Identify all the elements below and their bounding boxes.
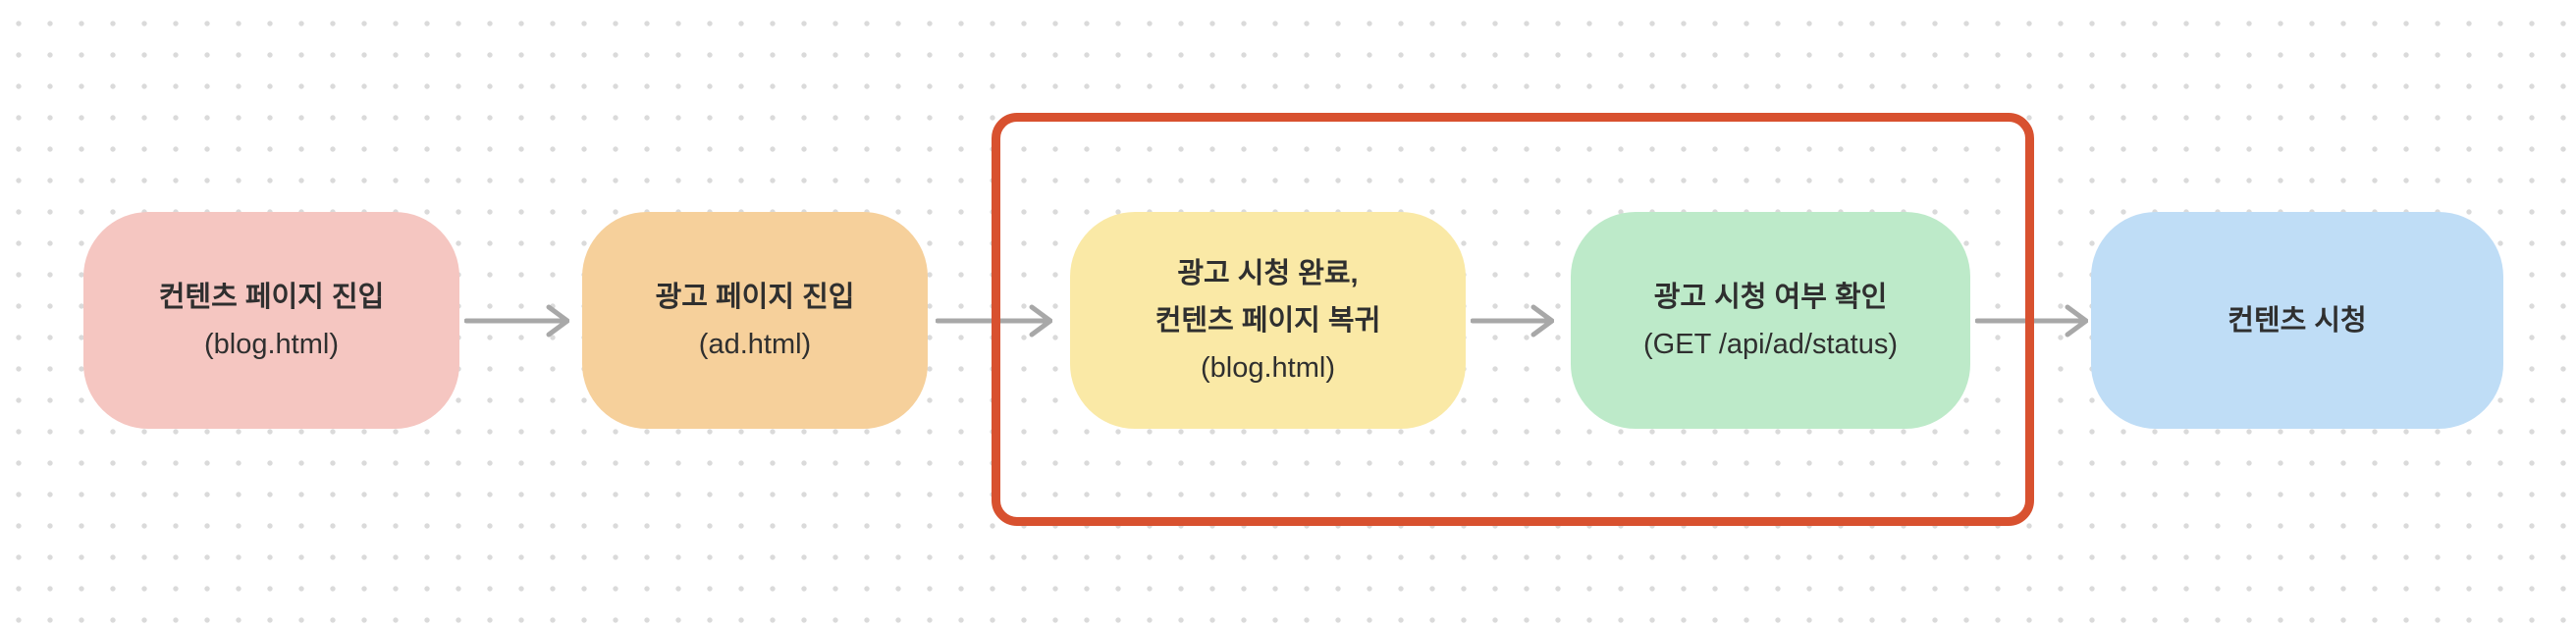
node-label: 광고 시청 여부 확인 <box>1653 281 1888 313</box>
node-label: 컨텐츠 페이지 복귀 <box>1154 304 1381 337</box>
node-label: 컨텐츠 시청 <box>2227 304 2367 337</box>
node-sublabel: (ad.html) <box>698 328 812 360</box>
node-label: 컨텐츠 페이지 진입 <box>158 281 385 313</box>
highlight-box[interactable] <box>992 113 2034 526</box>
node-sublabel: (blog.html) <box>204 328 339 360</box>
node-sublabel: (blog.html) <box>1201 351 1335 384</box>
flow-node-ad-watch-complete-return[interactable]: 광고 시청 완료, 컨텐츠 페이지 복귀 (blog.html) <box>1070 212 1466 429</box>
flow-node-content-watch[interactable]: 컨텐츠 시청 <box>2091 212 2503 429</box>
arrow-right-icon[interactable] <box>1471 301 1554 340</box>
arrow-right-icon[interactable] <box>464 301 569 340</box>
node-sublabel: (GET /api/ad/status) <box>1643 328 1898 360</box>
node-label: 광고 시청 완료, <box>1177 257 1359 289</box>
node-label: 광고 페이지 진입 <box>655 281 855 313</box>
flow-node-ad-page-enter[interactable]: 광고 페이지 진입 (ad.html) <box>582 212 928 429</box>
flow-node-ad-watch-status-check[interactable]: 광고 시청 여부 확인 (GET /api/ad/status) <box>1571 212 1970 429</box>
flow-node-content-page-enter[interactable]: 컨텐츠 페이지 진입 (blog.html) <box>83 212 459 429</box>
